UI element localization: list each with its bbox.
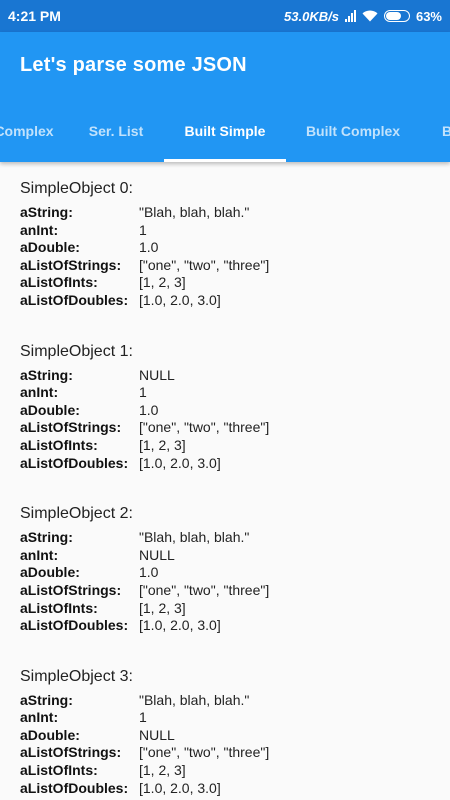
field-value: NULL (139, 546, 175, 563)
app-bar: Let's parse some JSON Complex Ser. List … (0, 32, 450, 162)
field-key: anInt: (20, 384, 59, 401)
tab-built-complex[interactable]: Built Complex (305, 123, 401, 139)
status-time: 4:21 PM (8, 8, 61, 24)
field-value: [1.0, 2.0, 3.0] (139, 291, 221, 308)
field-value: [1.0, 2.0, 3.0] (139, 454, 221, 471)
tab-bar: Complex Ser. List Built Simple Built Com… (0, 100, 450, 162)
app-title: Let's parse some JSON (20, 54, 247, 76)
object-title: SimpleObject 1: (20, 342, 133, 360)
field-key: aListOfInts: (20, 274, 98, 291)
field-value: [1, 2, 3] (139, 762, 186, 779)
field-key: aListOfDoubles: (20, 291, 129, 308)
field-value: ["one", "two", "three"] (139, 581, 270, 598)
field-row: aListOfInts: [1, 2, 3] (20, 762, 430, 780)
field-key: aListOfStrings: (20, 581, 122, 598)
field-key: aListOfDoubles: (20, 779, 129, 796)
field-key: aListOfDoubles: (20, 617, 129, 634)
field-value: ["one", "two", "three"] (139, 744, 270, 761)
field-value: [1, 2, 3] (139, 436, 186, 453)
field-row: aListOfDoubles: [1.0, 2.0, 3.0] (20, 780, 430, 798)
field-key: aString: (20, 204, 73, 220)
field-row: aListOfDoubles: [1.0, 2.0, 3.0] (20, 292, 430, 310)
content-list: SimpleObject 0: aString: "Blah, blah, bla… (0, 162, 450, 797)
wifi-icon (362, 10, 378, 22)
field-key: aDouble: (20, 239, 80, 256)
field-key: aListOfStrings: (20, 419, 122, 436)
field-value: [1.0, 2.0, 3.0] (139, 617, 221, 634)
field-value: 1.0 (139, 239, 159, 256)
field-row: aDouble: 1.0 (20, 564, 430, 582)
field-row: aListOfInts: [1, 2, 3] (20, 437, 430, 455)
object-title: SimpleObject 2: (20, 505, 133, 523)
tab-b[interactable]: B (441, 123, 450, 139)
field-value: 1.0 (139, 564, 159, 581)
signal-icon (344, 10, 356, 22)
field-row: aListOfStrings: ["one", "two", "three"] (20, 419, 430, 437)
field-value: 1.0 (139, 401, 159, 418)
field-row: aString: NULL (20, 367, 430, 385)
battery-icon (383, 10, 410, 22)
field-row: anInt: 1 (20, 384, 430, 402)
simple-object-card: SimpleObject 0: aString: "Blah, blah, bla… (20, 180, 430, 310)
field-row: aListOfStrings: ["one", "two", "three"] (20, 582, 430, 600)
battery-percent: 63% (415, 8, 442, 24)
field-key: aString: (20, 366, 73, 383)
object-title: SimpleObject 0: (20, 180, 133, 197)
field-row: aListOfInts: [1, 2, 3] (20, 274, 430, 292)
field-key: anInt: (20, 546, 59, 563)
field-key: anInt: (20, 709, 59, 726)
field-row: aDouble: 1.0 (20, 402, 430, 420)
tab-built-simple[interactable]: Built Simple (164, 100, 286, 162)
field-value: [1, 2, 3] (139, 599, 186, 616)
status-icons: 53.0KB/s 63% (284, 9, 442, 24)
field-key: aListOfDoubles: (20, 454, 129, 471)
field-row: aDouble: 1.0 (20, 239, 430, 257)
field-key: aListOfInts: (20, 599, 98, 616)
network-speed: 53.0KB/s (284, 8, 339, 24)
field-value: "Blah, blah, blah." (139, 204, 250, 220)
field-row: anInt: 1 (20, 709, 430, 727)
field-value: ["one", "two", "three"] (139, 419, 270, 436)
field-key: aListOfInts: (20, 436, 98, 453)
field-value: [1, 2, 3] (139, 274, 186, 291)
field-value: 1 (139, 709, 147, 726)
tab-ser-list[interactable]: Ser. List (88, 123, 144, 139)
field-row: aListOfDoubles: [1.0, 2.0, 3.0] (20, 455, 430, 473)
field-key: aListOfStrings: (20, 256, 122, 273)
field-value: 1 (139, 384, 147, 401)
field-row: aListOfInts: [1, 2, 3] (20, 600, 430, 618)
field-key: aDouble: (20, 401, 80, 418)
field-key: aDouble: (20, 726, 80, 743)
field-value: [1.0, 2.0, 3.0] (139, 779, 221, 796)
status-bar: 4:21 PM 53.0KB/s 63% (0, 0, 450, 32)
simple-object-card: SimpleObject 1: aString: NULL anInt: 1 aDo… (20, 343, 430, 473)
tab-complex[interactable]: Complex (0, 123, 54, 139)
field-key: aDouble: (20, 564, 80, 581)
field-key: aString: (20, 691, 73, 708)
field-value: "Blah, blah, blah." (139, 691, 250, 708)
field-row: aString: "Blah, blah, blah." (20, 529, 430, 547)
field-row: aListOfStrings: ["one", "two", "three"] (20, 744, 430, 762)
field-key: aListOfStrings: (20, 744, 122, 761)
field-row: anInt: NULL (20, 547, 430, 565)
field-row: aListOfStrings: ["one", "two", "three"] (20, 257, 430, 275)
field-value: NULL (139, 366, 175, 383)
simple-object-card: SimpleObject 2: aString: "Blah, blah, bla… (20, 505, 430, 635)
field-row: anInt: 1 (20, 222, 430, 240)
field-key: aString: (20, 529, 73, 546)
field-row: aString: "Blah, blah, blah." (20, 692, 430, 710)
field-row: aString: "Blah, blah, blah." (20, 204, 430, 222)
field-key: anInt: (20, 221, 59, 238)
field-key: aListOfInts: (20, 762, 98, 779)
field-value: NULL (139, 726, 175, 743)
field-row: aDouble: NULL (20, 727, 430, 745)
field-row: aListOfDoubles: [1.0, 2.0, 3.0] (20, 617, 430, 635)
field-value: 1 (139, 221, 147, 238)
field-value: ["one", "two", "three"] (139, 256, 270, 273)
object-title: SimpleObject 3: (20, 667, 133, 685)
field-value: "Blah, blah, blah." (139, 529, 250, 546)
simple-object-card: SimpleObject 3: aString: "Blah, blah, bla… (20, 668, 430, 798)
